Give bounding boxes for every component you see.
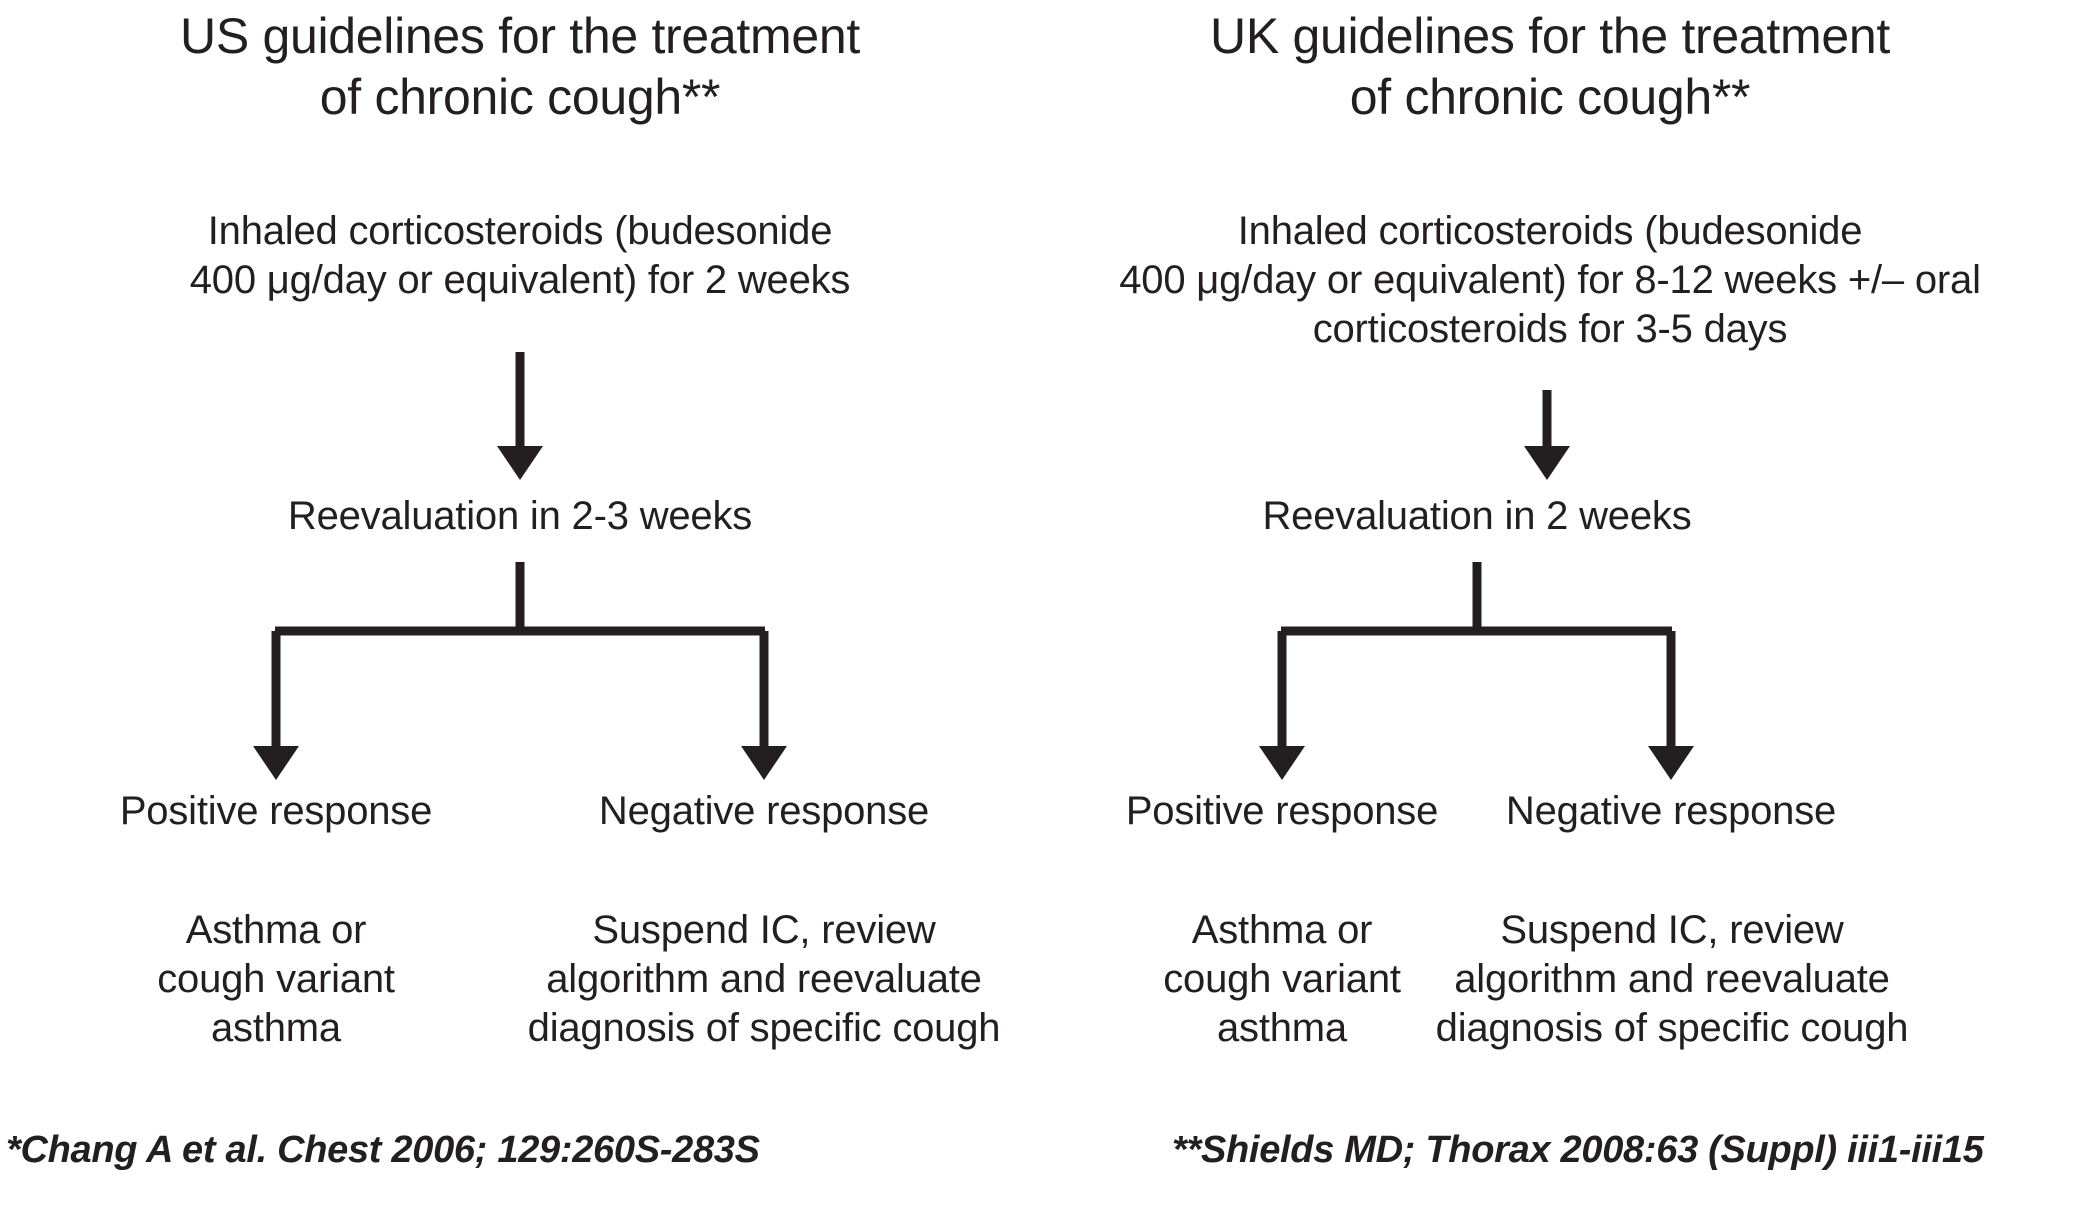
us-arrow-treatment-to-reevaluation xyxy=(497,352,543,480)
us-treatment-step: Inhaled corticosteroids (budesonide 400 … xyxy=(189,209,851,302)
uk-negative-outcome: Suspend IC, review algorithm and reevalu… xyxy=(1435,908,1909,1050)
us-footnote-citation: *Chang A et al. Chest 2006; 129:260S-283… xyxy=(6,1129,760,1171)
us-negative-response-label: Negative response xyxy=(598,789,930,833)
us-negative-outcome: Suspend IC, review algorithm and reevalu… xyxy=(527,908,1001,1050)
uk-positive-response-label: Positive response xyxy=(1125,789,1439,833)
uk-positive-outcome: Asthma or cough variant asthma xyxy=(1163,908,1401,1050)
uk-reevaluation-step: Reevaluation in 2 weeks xyxy=(1262,494,1692,538)
us-branch-split xyxy=(253,562,787,780)
uk-branch-split xyxy=(1259,562,1694,780)
us-column-title: US guidelines for the treatment of chron… xyxy=(180,8,860,125)
uk-treatment-step: Inhaled corticosteroids (budesonide 400 … xyxy=(1119,209,1981,351)
us-positive-response-label: Positive response xyxy=(119,789,433,833)
us-positive-outcome: Asthma or cough variant asthma xyxy=(157,908,395,1050)
uk-negative-response-label: Negative response xyxy=(1505,789,1837,833)
us-reevaluation-step: Reevaluation in 2-3 weeks xyxy=(287,494,753,538)
uk-arrow-treatment-to-reevaluation xyxy=(1524,390,1570,480)
uk-footnote-citation: **Shields MD; Thorax 2008:63 (Suppl) iii… xyxy=(1172,1129,1984,1171)
uk-column-title: UK guidelines for the treatment of chron… xyxy=(1210,8,1890,125)
